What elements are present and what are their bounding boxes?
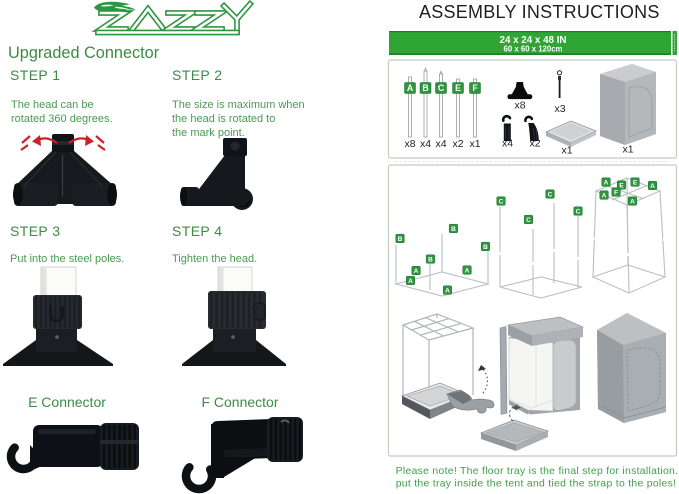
- svg-text:x8: x8: [404, 138, 415, 150]
- svg-text:B: B: [398, 236, 403, 243]
- svg-text:the mark point.: the mark point.: [172, 127, 245, 139]
- svg-text:Upgraded Connector: Upgraded Connector: [8, 44, 160, 62]
- svg-text:Tighten the head.: Tighten the head.: [172, 253, 257, 265]
- svg-text:STEP 4: STEP 4: [172, 223, 222, 239]
- svg-text:F: F: [614, 189, 618, 196]
- svg-text:A: A: [465, 267, 470, 274]
- svg-text:B: B: [428, 256, 433, 263]
- svg-text:E: E: [619, 182, 624, 189]
- svg-text:ASSEMBLY INSTRUCTIONS: ASSEMBLY INSTRUCTIONS: [419, 2, 660, 22]
- svg-text:STEP 2: STEP 2: [172, 67, 222, 83]
- svg-text:F: F: [472, 83, 478, 93]
- svg-text:A: A: [408, 278, 413, 285]
- svg-text:x2: x2: [452, 138, 463, 150]
- svg-text:E: E: [633, 179, 638, 186]
- svg-text:Put into the steel poles.: Put into the steel poles.: [10, 253, 124, 265]
- svg-text:B: B: [483, 244, 488, 251]
- svg-text:The size is maximum when: The size is maximum when: [172, 99, 305, 111]
- svg-text:Please note! The floor tray is: Please note! The floor tray is the final…: [396, 466, 679, 477]
- svg-text:A: A: [630, 198, 635, 205]
- svg-text:A: A: [407, 83, 414, 93]
- svg-text:x1: x1: [469, 138, 480, 150]
- svg-text:A: A: [650, 183, 655, 190]
- svg-text:C: C: [438, 83, 445, 93]
- svg-text:E Connector: E Connector: [28, 394, 106, 410]
- svg-text:B: B: [451, 226, 456, 233]
- svg-text:A: A: [445, 287, 450, 294]
- svg-text:E: E: [455, 83, 461, 93]
- svg-text:C: C: [576, 208, 581, 215]
- svg-text:C: C: [548, 191, 553, 198]
- svg-text:A: A: [604, 179, 609, 186]
- svg-text:STEP 3: STEP 3: [10, 223, 60, 239]
- svg-text:60 x 60 x 120cm: 60 x 60 x 120cm: [504, 45, 563, 54]
- svg-text:the head is rotated to: the head is rotated to: [172, 113, 275, 125]
- svg-text:C: C: [526, 217, 531, 224]
- svg-text:x8: x8: [514, 100, 525, 112]
- svg-text:C: C: [499, 198, 504, 205]
- svg-text:rotated 360 degrees.: rotated 360 degrees.: [11, 113, 113, 125]
- svg-text:STEP 1: STEP 1: [10, 67, 60, 83]
- svg-text:x2: x2: [529, 138, 540, 150]
- svg-text:x1: x1: [561, 145, 572, 157]
- svg-text:A: A: [414, 268, 419, 275]
- svg-text:A: A: [602, 192, 607, 199]
- svg-text:x4: x4: [420, 138, 431, 150]
- svg-text:B: B: [422, 83, 428, 93]
- svg-text:24 x 24 x 48 IN: 24 x 24 x 48 IN: [500, 35, 567, 46]
- svg-text:put the tray inside the tent a: put the tray inside the tent and tied th…: [396, 479, 677, 490]
- svg-text:The head can be: The head can be: [11, 99, 94, 111]
- svg-text:x3: x3: [554, 103, 565, 115]
- svg-text:F Connector: F Connector: [201, 394, 278, 410]
- svg-text:x1: x1: [622, 144, 633, 156]
- svg-text:x4: x4: [502, 138, 513, 150]
- svg-text:x4: x4: [435, 138, 446, 150]
